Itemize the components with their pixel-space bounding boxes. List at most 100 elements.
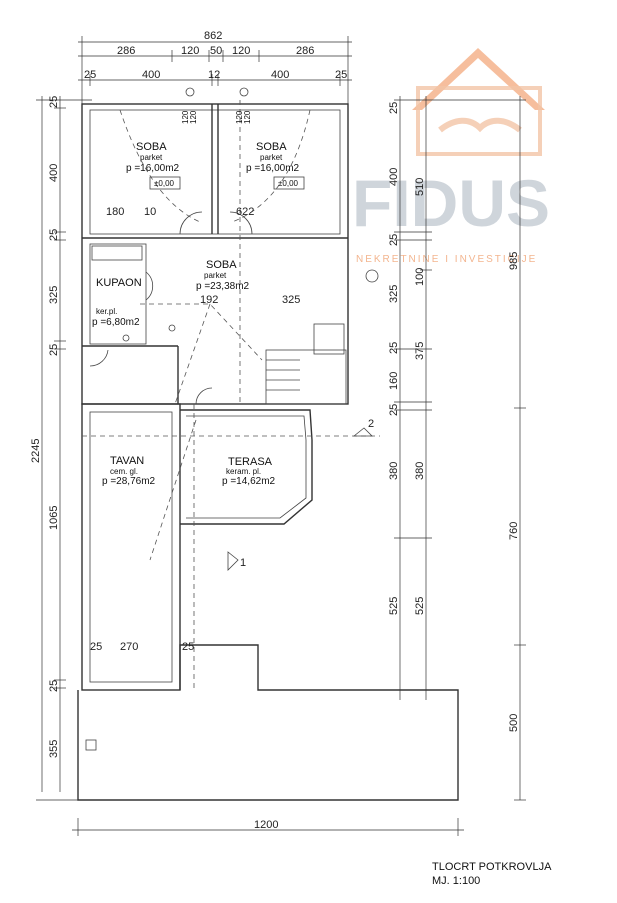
dim-tavan-270: 270: [120, 641, 138, 653]
room-name: SOBA: [256, 141, 287, 153]
sink-icon: [168, 324, 176, 332]
dim-top-120a: 120: [181, 45, 199, 57]
dim-right-375: 375: [414, 342, 426, 360]
top-dimensions: 862 286 120 50 120 286 25 400 12 400 25: [78, 30, 352, 104]
section-arrow-icon: [352, 427, 373, 437]
room-floor: cem. gl.: [110, 467, 138, 476]
dim-top-12: 12: [208, 69, 220, 81]
dim-top-25b: 25: [335, 69, 347, 81]
dim-right-500: 500: [508, 714, 520, 732]
dim-inner-325: 325: [282, 294, 300, 306]
room-tavan: TAVAN cem. gl. p =28,76m2: [102, 455, 156, 487]
dim-right-400: 400: [388, 168, 400, 186]
section-label: 1: [240, 557, 246, 569]
dim-right-25c: 25: [388, 342, 400, 354]
dim-right-380a: 380: [388, 462, 400, 480]
dim-bottom-total: 1200: [254, 819, 278, 831]
room-level: ±0,00: [154, 179, 175, 188]
section-label: 2: [368, 418, 374, 430]
room-area: p =6,80m2: [92, 317, 140, 328]
interior-dimensions: 180 10 622 192 325 25 270 25: [90, 206, 300, 653]
dim-left-25b: 25: [48, 229, 60, 241]
room-name: SOBA: [136, 141, 167, 153]
dim-right-380b: 380: [414, 462, 426, 480]
dim-right-25a: 25: [388, 102, 400, 114]
room-soba-1: SOBA parket p =16,00m2 ±0,00: [126, 141, 181, 190]
drawing-scale: MJ. 1:100: [432, 875, 480, 887]
room-floor: parket: [204, 271, 227, 280]
section-bubble-icon: [365, 269, 379, 283]
room-name: TAVAN: [110, 455, 144, 467]
dim-right-160: 160: [388, 372, 400, 390]
fidus-logo: FIDUS NEKRETNINE I INVESTICIJE: [352, 48, 550, 265]
dim-right-25d: 25: [388, 404, 400, 416]
window-mark: 120: [189, 110, 198, 124]
dim-left-355: 355: [48, 740, 60, 758]
dim-inner-180: 180: [106, 206, 124, 218]
dim-right-25b: 25: [388, 234, 400, 246]
dim-tavan-25b: 25: [182, 641, 194, 653]
room-soba-2: SOBA parket p =16,00m2 ±0,00: [246, 141, 305, 190]
room-floor: parket: [140, 153, 163, 162]
room-area: p =16,00m2: [126, 163, 180, 174]
dim-top-total: 862: [204, 30, 222, 42]
dim-left-400: 400: [48, 164, 60, 182]
room-area: p =23,38m2: [196, 281, 250, 292]
room-name: TERASA: [228, 456, 273, 468]
room-soba-3: SOBA parket p =23,38m2: [196, 259, 250, 292]
room-area: p =14,62m2: [222, 476, 276, 487]
dim-top-400a: 400: [142, 69, 160, 81]
house-handshake-icon: [412, 48, 545, 156]
dim-right-510: 510: [414, 178, 426, 196]
dim-inner-192: 192: [200, 294, 218, 306]
building-walls: [77, 103, 459, 801]
room-kupaon: KUPAON ker.pl. p =6,80m2: [92, 277, 142, 328]
roof-window-icon: [239, 87, 249, 97]
brand-tagline: NEKRETNINE I INVESTICIJE: [356, 254, 537, 265]
window-mark: 120: [243, 110, 252, 124]
roof-window-icon: [185, 87, 195, 97]
dim-left-325: 325: [48, 286, 60, 304]
roof-lines: [82, 100, 380, 690]
dim-left-25d: 25: [48, 680, 60, 692]
room-level: ±0,00: [278, 179, 299, 188]
dim-top-50: 50: [210, 45, 222, 57]
title-block: TLOCRT POTKROVLJA MJ. 1:100: [432, 861, 552, 887]
dim-top-120b: 120: [232, 45, 250, 57]
dim-left-25c: 25: [48, 344, 60, 356]
fixtures: [89, 87, 379, 405]
section-arrow-icon: [227, 551, 239, 571]
dim-top-25a: 25: [84, 69, 96, 81]
room-terasa: TERASA keram. pl. p =14,62m2: [222, 456, 276, 487]
room-area: p =16,00m2: [246, 163, 300, 174]
dim-inner-622: 622: [236, 206, 254, 218]
toilet-icon: [122, 334, 130, 342]
room-floor: parket: [260, 153, 283, 162]
dim-right-100: 100: [414, 268, 426, 286]
section-marker-2: 2: [352, 418, 374, 437]
dim-top-286a: 286: [117, 45, 135, 57]
section-marker-1: 1: [227, 551, 246, 571]
room-area: p =28,76m2: [102, 476, 156, 487]
room-name: KUPAON: [96, 277, 142, 289]
bottom-dimension: 1200: [72, 818, 464, 836]
dim-left-1065: 1065: [48, 506, 60, 530]
brand-wordmark: FIDUS: [352, 166, 550, 240]
window-mark: 120: [181, 110, 190, 124]
dim-tavan-25a: 25: [90, 641, 102, 653]
window-mark: 120: [235, 110, 244, 124]
dim-top-400b: 400: [271, 69, 289, 81]
drawing-title: TLOCRT POTKROVLJA: [432, 861, 552, 873]
left-dimensions: 25 400 25 325 25 2245 1065 25 355: [30, 96, 92, 801]
dim-right-760: 760: [508, 522, 520, 540]
room-floor: ker.pl.: [96, 307, 117, 316]
room-floor: keram. pl.: [226, 467, 261, 476]
dim-left-25a: 25: [48, 96, 60, 108]
window-marks: 120 120 120 120: [181, 110, 252, 124]
dim-inner-10: 10: [144, 206, 156, 218]
dim-right-525a: 525: [388, 597, 400, 615]
dim-right-325: 325: [388, 285, 400, 303]
right-dimensions: 25 400 25 325 25 160 25 380 525 510 100 …: [388, 96, 526, 801]
room-name: SOBA: [206, 259, 237, 271]
